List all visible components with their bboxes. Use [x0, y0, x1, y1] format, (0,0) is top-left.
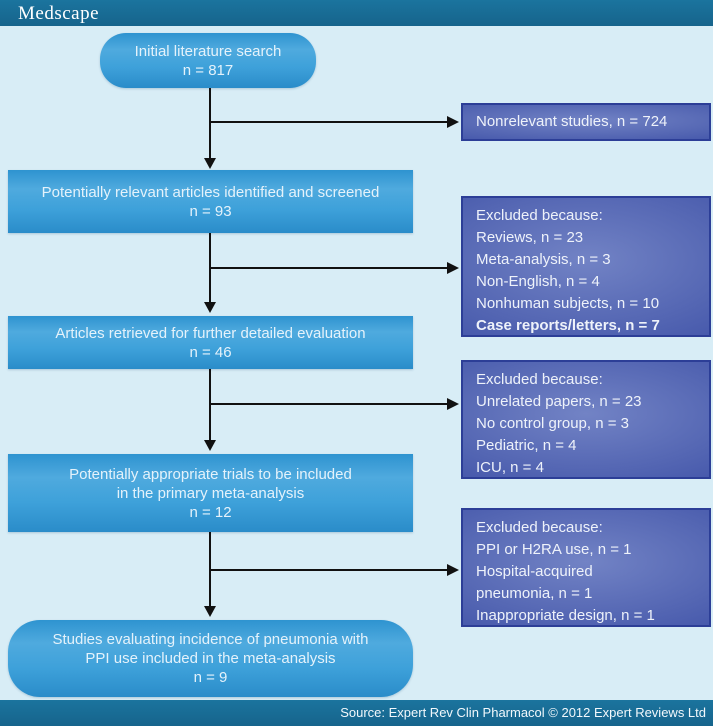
side-box-text: PPI or H2RA use, n = 1: [476, 541, 632, 558]
flow-box-count: n = 9: [193, 669, 228, 686]
side-box-text: pneumonia, n = 1: [476, 585, 593, 602]
flow-box-text: Potentially relevant articles identified…: [41, 183, 380, 201]
medscape-logo: Medscape: [18, 3, 100, 24]
side-box-text: Meta-analysis, n = 3: [476, 251, 611, 268]
flow-box-count: n = 46: [189, 343, 232, 361]
flow-box-text: in the primary meta-analysis: [116, 484, 305, 502]
side-box-nonrelevant: Nonrelevant studies, n = 724: [461, 103, 711, 141]
flow-box-text: Articles retrieved for further detailed …: [55, 324, 366, 342]
source-attribution: Source: Expert Rev Clin Pharmacol © 2012…: [340, 705, 706, 720]
side-box-text: Inappropriate design, n = 1: [476, 607, 655, 624]
side-box-text: Non-English, n = 4: [476, 273, 600, 290]
footer-bar: Source: Expert Rev Clin Pharmacol © 2012…: [0, 700, 713, 726]
flow-box-initial-search: Initial literature search n = 817: [100, 33, 316, 88]
flow-box-count: n = 12: [189, 503, 232, 521]
side-box-excluded-evaluation: Excluded because: Unrelated papers, n = …: [461, 360, 711, 479]
side-box-excluded-metaanalysis: Excluded because: PPI or H2RA use, n = 1…: [461, 508, 711, 627]
flow-box-text: Initial literature search: [134, 42, 282, 60]
flow-box-appropriate-trials: Potentially appropriate trials to be inc…: [8, 454, 413, 532]
flow-box-text: PPI use included in the meta-analysis: [85, 650, 336, 667]
flow-box-count: n = 93: [189, 202, 232, 220]
flow-box-text: Studies evaluating incidence of pneumoni…: [52, 631, 369, 648]
flow-box-text: Potentially appropriate trials to be inc…: [69, 465, 352, 483]
flow-box-count: n = 817: [182, 61, 234, 79]
side-box-heading: Excluded because:: [476, 519, 603, 536]
side-box-excluded-screening: Excluded because: Reviews, n = 23 Meta-a…: [461, 196, 711, 337]
side-box-text: Case reports/letters, n = 7: [476, 317, 660, 334]
side-box-text: Reviews, n = 23: [476, 229, 584, 246]
side-box-heading: Excluded because:: [476, 207, 603, 224]
flow-box-screened: Potentially relevant articles identified…: [8, 170, 413, 233]
flow-box-retrieved: Articles retrieved for further detailed …: [8, 316, 413, 369]
side-box-heading: Excluded because:: [476, 371, 603, 388]
side-box-text: Pediatric, n = 4: [476, 437, 577, 454]
header-bar: Medscape: [0, 0, 713, 26]
side-box-text: Nonhuman subjects, n = 10: [476, 295, 660, 312]
flow-box-included-studies: Studies evaluating incidence of pneumoni…: [8, 620, 413, 697]
side-box-text: Nonrelevant studies, n = 724: [476, 113, 668, 130]
side-box-text: Hospital-acquired: [476, 563, 593, 580]
side-box-text: Unrelated papers, n = 23: [476, 393, 642, 410]
side-box-text: ICU, n = 4: [476, 459, 544, 476]
side-box-text: No control group, n = 3: [476, 415, 630, 432]
